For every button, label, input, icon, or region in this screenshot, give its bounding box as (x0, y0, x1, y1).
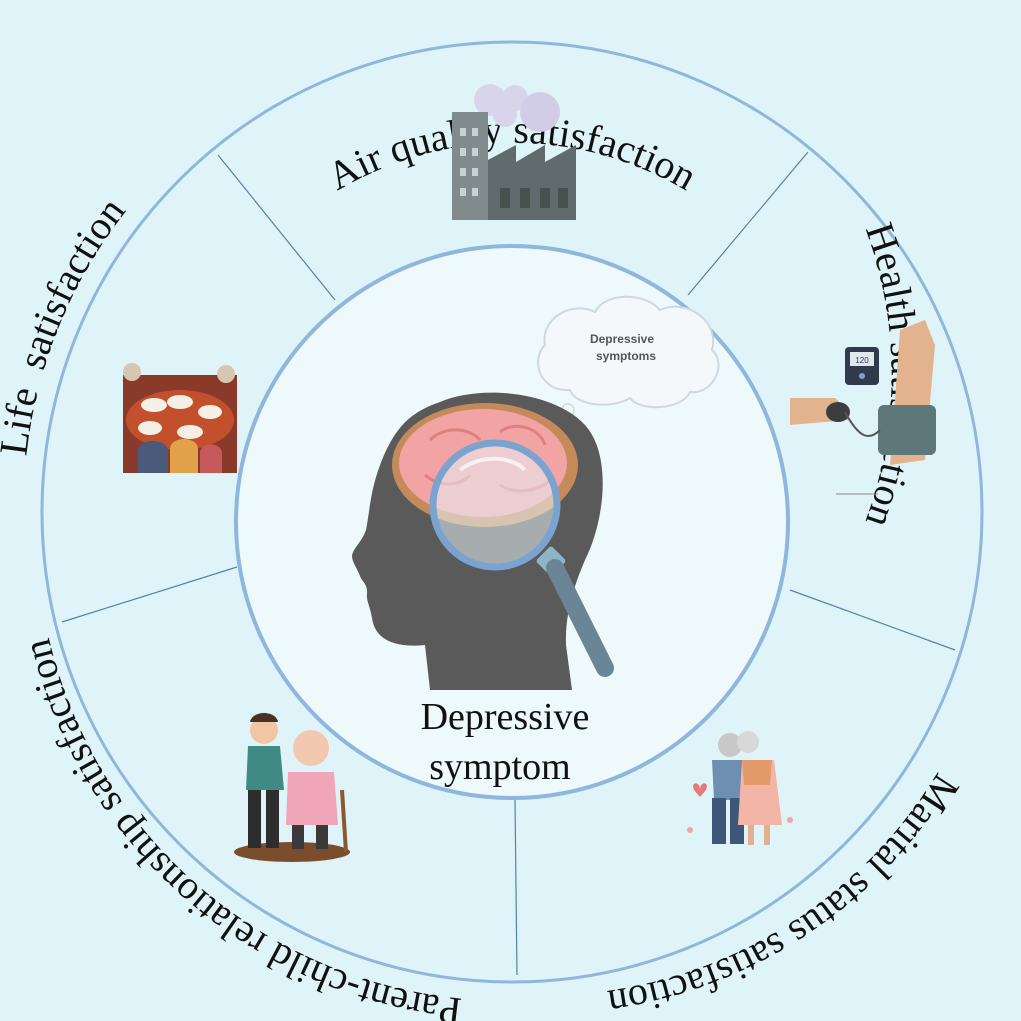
blood-pressure-monitor-icon: 120 (790, 320, 936, 495)
center-label-line1: Depressive (421, 696, 590, 738)
center-label-line2: symptom (429, 746, 570, 788)
segment-dividers (61, 151, 956, 976)
divider-left (61, 566, 238, 623)
divider-bottom (514, 799, 518, 976)
magnifying-glass-icon (429, 439, 614, 677)
divider-top-left (217, 154, 336, 301)
parent-child-icon (234, 713, 350, 862)
thought-cloud: Depressive symptoms (537, 295, 720, 429)
divider-top-right (687, 151, 809, 296)
cloud-text-line1: Depressive (590, 332, 654, 346)
factory-icon (452, 84, 576, 220)
svg-text:120: 120 (855, 356, 869, 365)
cloud-text-line2: symptoms (596, 349, 656, 363)
family-dinner-icon (123, 363, 237, 473)
elderly-couple-icon (687, 731, 793, 845)
divider-right (789, 589, 956, 651)
